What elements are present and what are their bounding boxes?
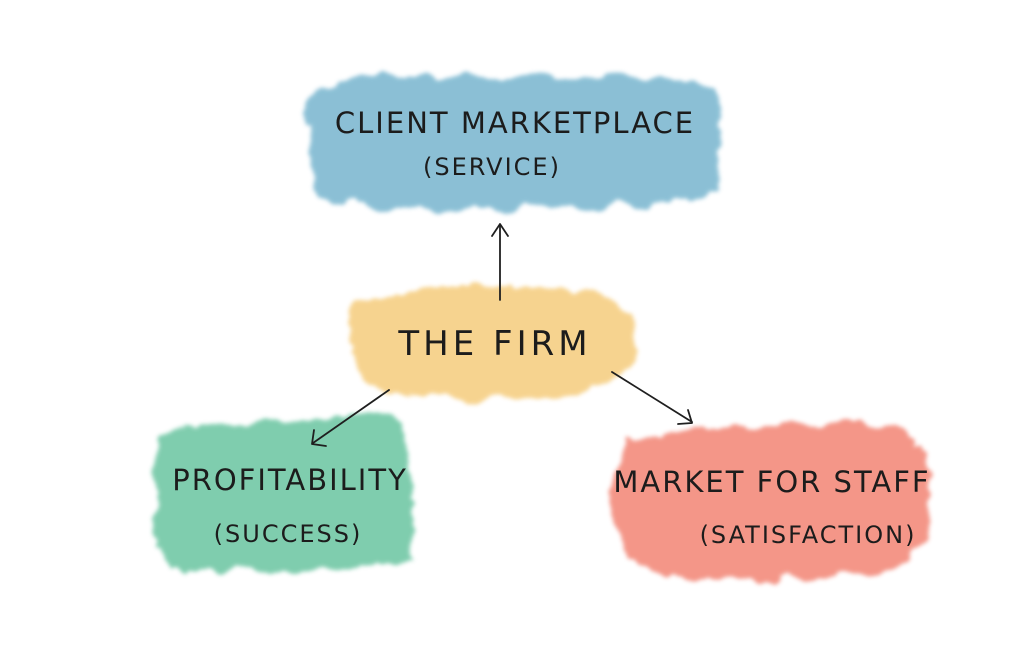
market-for-staff-blob — [614, 423, 929, 579]
the-firm-title: THE FIRM — [397, 324, 591, 364]
market-for-staff-subtitle: (SATISFACTION) — [700, 521, 917, 549]
arrow-firm-to-profitability — [311, 389, 390, 447]
client-marketplace-title: CLIENT MARKETPLACE — [335, 106, 695, 140]
profitability-blob — [155, 416, 414, 572]
client-marketplace-blob — [308, 74, 723, 212]
profitability-title: PROFITABILITY — [172, 463, 408, 497]
the-firm-node: THE FIRM — [347, 286, 637, 400]
profitability-node: PROFITABILITY (SUCCESS) — [155, 416, 414, 572]
the-firm-blob — [347, 286, 637, 400]
profitability-subtitle: (SUCCESS) — [214, 520, 363, 548]
arrow-firm-to-staff — [611, 371, 693, 425]
arrow-firm-to-client — [491, 223, 509, 301]
market-for-staff-node: MARKET FOR STAFF (SATISFACTION) — [613, 423, 930, 579]
client-marketplace-node: CLIENT MARKETPLACE (SERVICE) — [308, 74, 723, 212]
market-for-staff-title: MARKET FOR STAFF — [613, 465, 930, 499]
client-marketplace-subtitle: (SERVICE) — [423, 153, 561, 181]
